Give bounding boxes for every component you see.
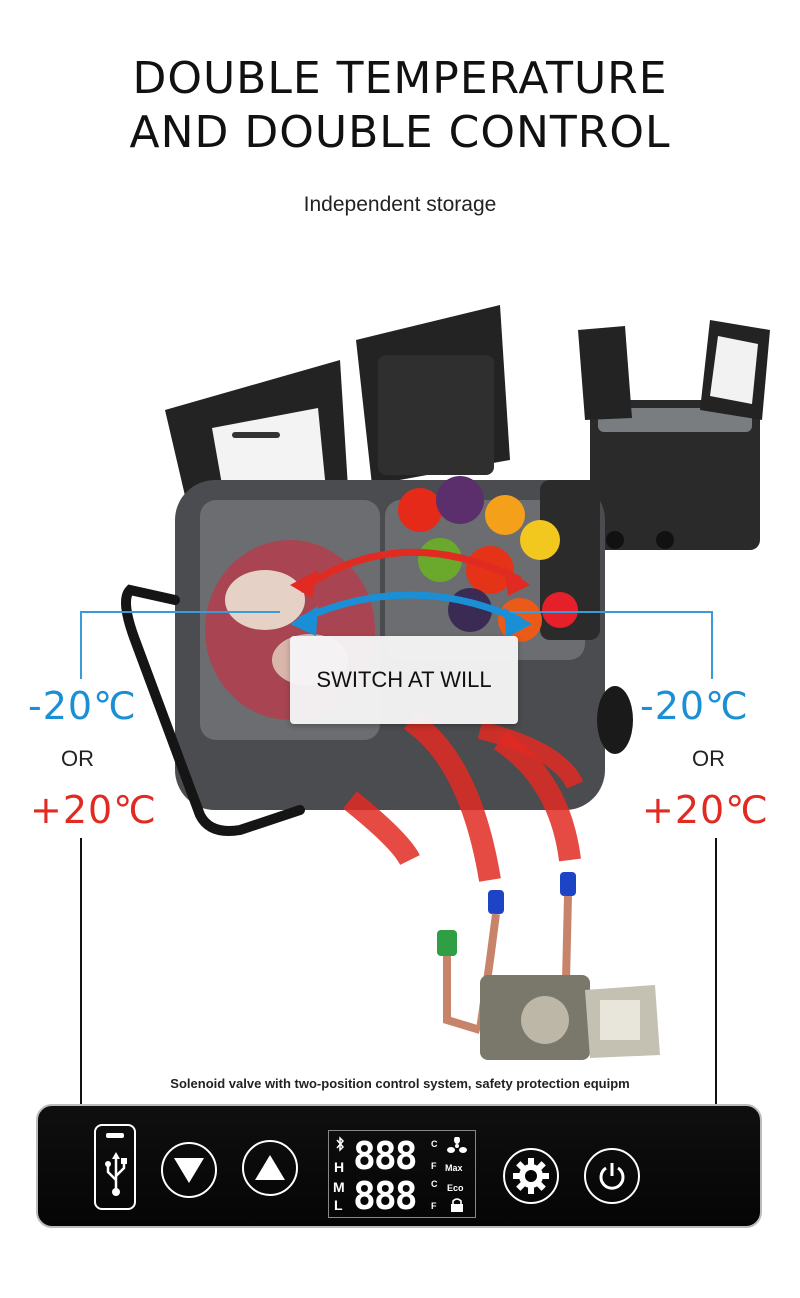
- gear-icon: [513, 1158, 549, 1194]
- control-panel: H M L 888 888 C F C F Max Eco: [36, 1104, 762, 1228]
- usb-icon: [105, 1152, 127, 1196]
- right-cold-temp: -20℃: [640, 684, 749, 728]
- lock-icon: [451, 1198, 463, 1212]
- lcd-display: H M L 888 888 C F C F Max Eco: [328, 1130, 476, 1218]
- lcd-max-label: Max: [445, 1163, 463, 1173]
- left-black-line: [80, 838, 82, 1106]
- power-icon: [599, 1163, 625, 1190]
- switch-label-box: SWITCH AT WILL: [290, 636, 518, 724]
- temp-down-button[interactable]: [161, 1142, 217, 1198]
- lcd-letter-h: H: [334, 1159, 345, 1175]
- title-line-1: DOUBLE TEMPERATURE: [132, 53, 668, 104]
- usb-port[interactable]: [94, 1124, 136, 1210]
- lcd-unit-c-1: C: [431, 1139, 438, 1149]
- lcd-unit-f-1: F: [431, 1161, 437, 1171]
- temp-up-button[interactable]: [242, 1140, 298, 1196]
- blue-arrow: [298, 591, 522, 624]
- lcd-unit-f-2: F: [431, 1201, 437, 1211]
- lcd-letter-l: L: [334, 1197, 343, 1213]
- lcd-letter-m: M: [333, 1179, 345, 1195]
- bluetooth-icon: [336, 1136, 345, 1152]
- switch-label: SWITCH AT WILL: [316, 667, 492, 692]
- right-blue-line-v: [711, 611, 713, 679]
- left-blue-line-v: [80, 611, 82, 679]
- red-arrow: [297, 548, 522, 593]
- lcd-row1-digits: 888: [353, 1134, 418, 1178]
- fan-icon: [447, 1137, 467, 1153]
- caption: Solenoid valve with two-position control…: [170, 1076, 630, 1091]
- page-title: DOUBLE TEMPERATURE AND DOUBLE CONTROL: [0, 52, 800, 160]
- lcd-row2-digits: 888: [353, 1174, 418, 1218]
- right-blue-line-h: [510, 611, 713, 613]
- title-line-2: AND DOUBLE CONTROL: [129, 107, 671, 158]
- left-cold-temp: -20℃: [28, 684, 137, 728]
- small-fridge-image: [578, 320, 770, 550]
- left-or-label: OR: [61, 746, 94, 771]
- power-button[interactable]: [584, 1148, 640, 1204]
- right-hot-temp: +20℃: [642, 788, 769, 832]
- triangle-down-icon: [174, 1158, 204, 1183]
- triangle-up-icon: [255, 1155, 285, 1180]
- lcd-eco-label: Eco: [447, 1183, 464, 1193]
- right-or-label: OR: [692, 746, 725, 771]
- settings-button[interactable]: [503, 1148, 559, 1204]
- left-blue-line-h: [80, 611, 280, 613]
- right-black-line: [715, 838, 717, 1106]
- left-hot-temp: +20℃: [30, 788, 157, 832]
- subtitle: Independent storage: [303, 193, 497, 216]
- solenoid-valve-image: [437, 872, 660, 1060]
- lcd-unit-c-2: C: [431, 1179, 438, 1189]
